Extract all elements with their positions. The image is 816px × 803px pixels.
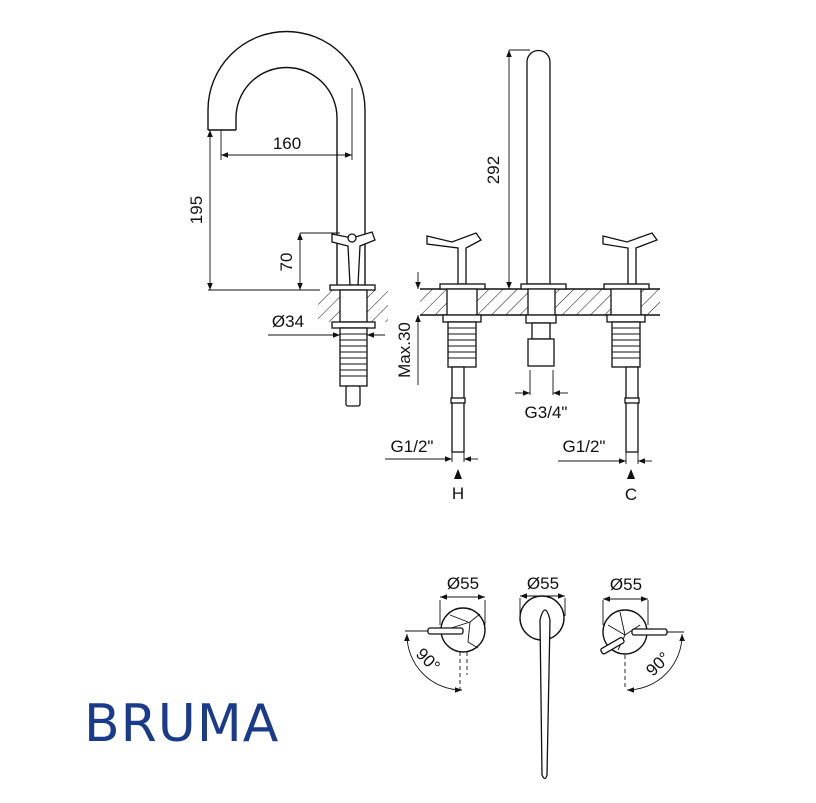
outlet-nut — [527, 338, 555, 367]
cold-inlet-arrow-icon — [627, 469, 635, 479]
right-rotation-angle: 90° — [642, 648, 674, 680]
dim-cold-connection: G1/2" — [563, 437, 606, 456]
cold-label: C — [625, 485, 637, 504]
front-view-faucet: 292 Max.30 G3/4" G1/2" H G1/2" C — [385, 49, 660, 504]
left-rotation-angle: 90° — [412, 644, 444, 676]
dim-spout-height: 195 — [187, 196, 206, 224]
threaded-shank — [339, 327, 368, 387]
hot-inlet-arrow-icon — [454, 469, 462, 479]
dim-outlet-connection: G3/4" — [525, 403, 568, 422]
center-spout-top — [539, 609, 551, 780]
dim-left-rosette: Ø55 — [447, 574, 479, 593]
dim-max-thickness: Max.30 — [395, 322, 414, 378]
brand-logo: BRUMA — [84, 694, 280, 754]
dim-handle-height: 70 — [277, 253, 296, 272]
dim-tall-spout-height: 292 — [484, 156, 503, 184]
spout-inner — [235, 66, 338, 287]
tall-spout — [526, 49, 551, 285]
dim-center-rosette: Ø55 — [527, 574, 559, 593]
dim-hot-connection: G1/2" — [391, 437, 434, 456]
hot-label: H — [452, 484, 464, 503]
dim-right-rosette: Ø55 — [610, 575, 642, 594]
dim-spout-reach: 160 — [273, 134, 301, 153]
spout-outer — [207, 30, 366, 287]
hot-valve — [426, 232, 486, 453]
side-view-faucet: 160 195 70 Ø34 — [187, 30, 388, 407]
cold-valve — [602, 232, 659, 453]
dim-body-diameter: Ø34 — [272, 312, 304, 331]
cross-handle — [331, 231, 376, 286]
top-view: 90° Ø55 Ø55 90° Ø55 — [403, 574, 686, 780]
